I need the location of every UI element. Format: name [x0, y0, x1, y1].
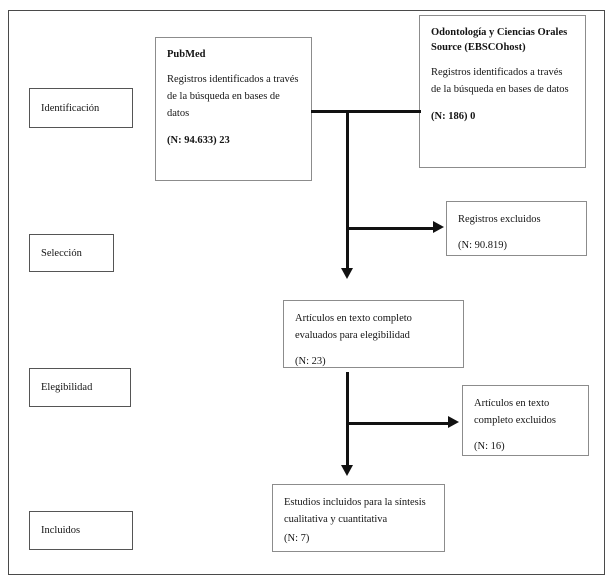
- connector-trunk-arrowhead: [341, 268, 353, 279]
- connector-fulltext-excluded-arrowhead: [448, 416, 459, 428]
- box-pubmed-header: PubMed: [167, 49, 206, 60]
- box-texto-completo-excluidos: Artículos en texto completo excluidos (N…: [462, 385, 589, 456]
- box-ebscohost: Odontología y Ciencias Orales Source (EB…: [419, 15, 586, 168]
- box-estudios-incluidos: Estudios incluidos para la síntesis cual…: [272, 484, 445, 552]
- box-ebscohost-body: Registros identificados a través de la b…: [431, 67, 569, 96]
- stage-label-text: Elegibilidad: [41, 382, 93, 393]
- connector-eligibility-vertical: [346, 372, 349, 470]
- box-estudios-incluidos-body: Estudios incluidos para la síntesis cual…: [284, 497, 426, 525]
- box-registros-excluidos-body: Registros excluidos: [458, 214, 541, 225]
- stage-label-identificacion: Identificación: [29, 88, 133, 128]
- stage-label-incluidos: Incluidos: [29, 511, 133, 550]
- connector-trunk-vertical: [346, 110, 349, 273]
- box-estudios-incluidos-count: (N: 7): [284, 533, 310, 544]
- box-texto-completo-body: Artículos en texto completo evaluados pa…: [295, 313, 412, 341]
- box-pubmed: PubMed Registros identificados a través …: [155, 37, 312, 181]
- stage-label-text: Selección: [41, 247, 82, 259]
- connector-excluded-arrowhead: [433, 221, 444, 233]
- box-texto-completo-excluidos-body: Artículos en texto completo excluidos: [474, 398, 556, 426]
- box-ebscohost-header: Odontología y Ciencias Orales Source (EB…: [431, 27, 568, 54]
- connector-excluded-branch: [346, 227, 436, 230]
- connector-eligibility-arrowhead: [341, 465, 353, 476]
- box-texto-completo-excluidos-count: (N: 16): [474, 441, 505, 452]
- connector-merge-horizontal: [311, 110, 421, 113]
- box-texto-completo-count: (N: 23): [295, 356, 326, 367]
- box-pubmed-count: (N: 94.633) 23: [167, 135, 230, 147]
- connector-fulltext-excluded-branch: [346, 422, 451, 425]
- box-registros-excluidos-count: (N: 90.819): [458, 240, 507, 251]
- stage-label-text: Identificación: [41, 102, 100, 114]
- box-texto-completo: Artículos en texto completo evaluados pa…: [283, 300, 464, 368]
- stage-label-text: Incluidos: [41, 525, 81, 536]
- stage-label-elegibilidad: Elegibilidad: [29, 368, 131, 407]
- stage-label-seleccion: Selección: [29, 234, 114, 272]
- box-pubmed-body: Registros identificados a través de la b…: [167, 74, 299, 120]
- box-registros-excluidos: Registros excluidos (N: 90.819): [446, 201, 587, 256]
- box-ebscohost-count: (N: 186) 0: [431, 111, 476, 123]
